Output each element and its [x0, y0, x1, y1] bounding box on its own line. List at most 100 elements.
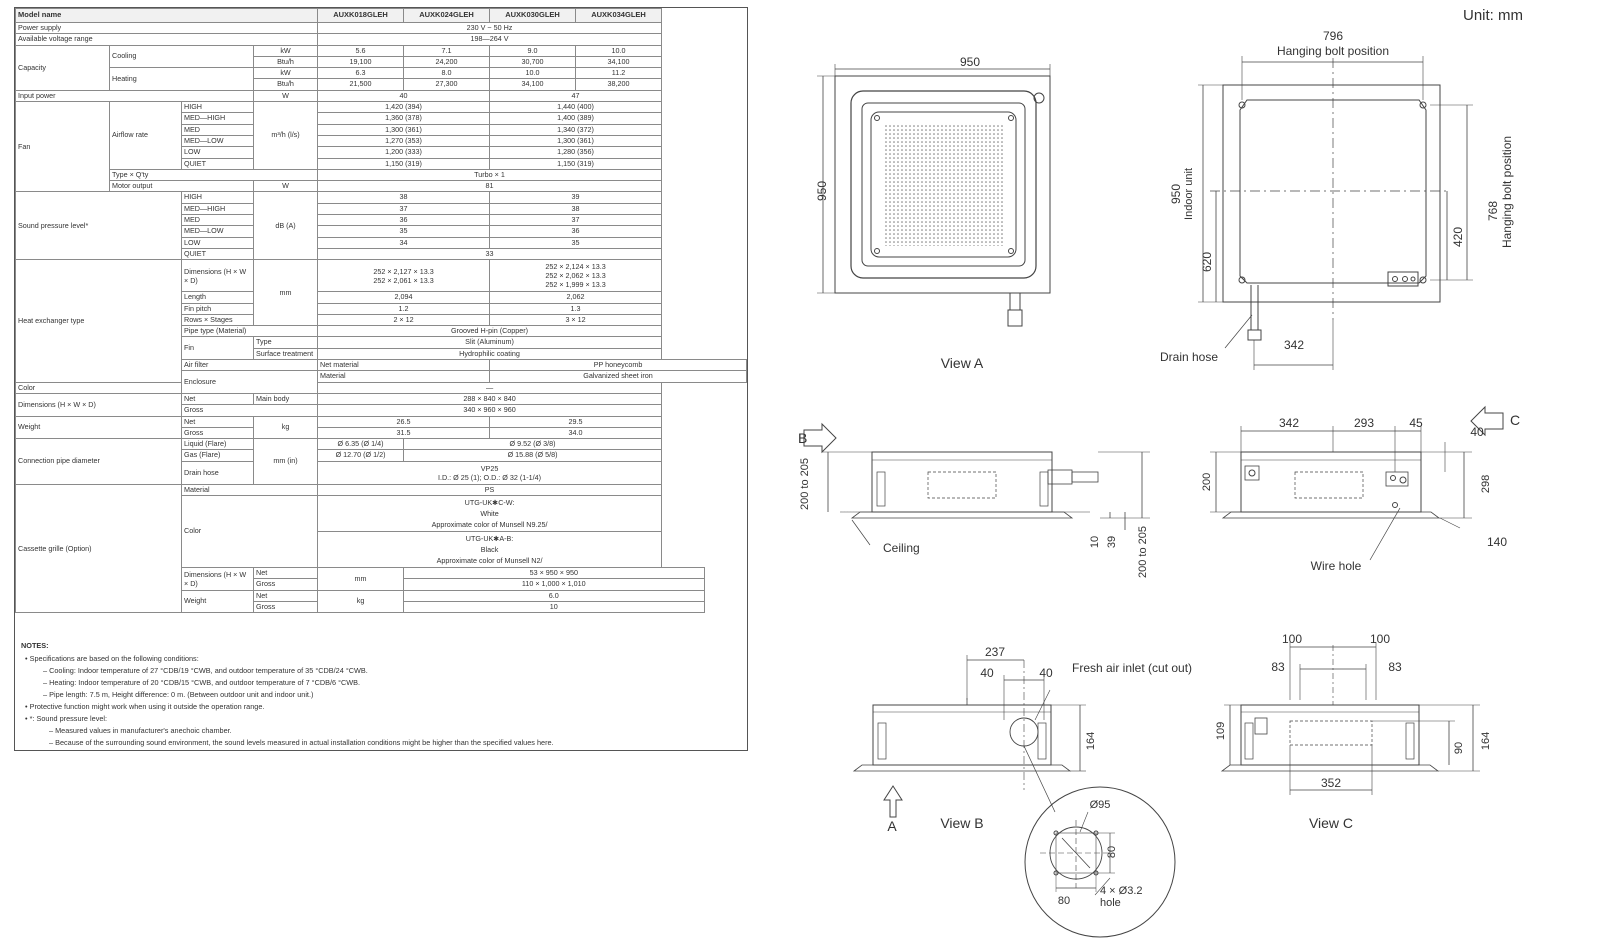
dim-342-c: 342 — [1279, 416, 1299, 430]
dim-40-b-right: 40 — [1039, 666, 1053, 680]
dim-10: 10 — [1089, 536, 1101, 548]
table-row: Input power W 40 47 — [15, 89, 747, 103]
table-row: Power supply 230 V ~ 50 Hz — [14, 21, 747, 35]
table-row: Gross 110 × 1,000 × 1,010 — [16, 578, 747, 591]
dim-200-205-left: 200 to 205 — [799, 458, 811, 510]
table-row: Dimensions (H × W × D) Net Main body 288… — [15, 392, 747, 417]
cell-value: 3 × 12 — [489, 313, 663, 327]
view-b-caption: View B — [940, 815, 983, 831]
model-4: AUXK034GLEH — [575, 8, 663, 23]
specification-table: Model name AUXK018GLEH AUXK024GLEH AUXK0… — [14, 7, 748, 751]
row-label: Connection pipe diameter — [15, 438, 182, 485]
hx-dim-b: 252 × 2,124 × 13.3 252 × 2,062 × 13.3 25… — [489, 259, 663, 293]
dim-200-205-right: 200 to 205 — [1137, 526, 1149, 578]
table-header-row: Model name AUXK018GLEH AUXK024GLEH AUXK0… — [14, 8, 747, 23]
cell-value: 10.0 — [575, 44, 663, 57]
cell-value: 53 × 950 × 950 — [403, 566, 705, 580]
table-row: Enclosure Material Galvanized sheet iron — [16, 370, 747, 394]
dim-90: 90 — [1453, 742, 1465, 754]
cell-value: 5.6 — [317, 44, 405, 57]
cell-line: UTG-UK✱C-W: — [464, 497, 515, 507]
dim-342: 342 — [1284, 338, 1304, 352]
table-row: Rows × Stages 2 × 12 3 × 12 — [16, 313, 747, 327]
dim-80-vertical: 80 — [1106, 846, 1118, 858]
dim-83-left: 83 — [1271, 660, 1285, 674]
model-3: AUXK030GLEH — [489, 8, 577, 23]
cell-value: 1.2 — [317, 302, 491, 315]
row-sublabel: Airflow rate — [109, 101, 182, 170]
wire-hole-label: Wire hole — [1311, 559, 1362, 573]
cell-value: Galvanized sheet iron — [489, 370, 747, 383]
cell-value: 7.1 — [403, 44, 491, 57]
table-row: Weight Net kg 6.0 — [16, 589, 747, 614]
hole-label-2: hole — [1100, 897, 1121, 909]
level-cell: MED—LOW — [181, 134, 254, 148]
ceiling-label: Ceiling — [883, 541, 920, 555]
table-row: Gas (Flare) Ø 12.70 (Ø 1/2) Ø 15.88 (Ø 5… — [16, 449, 747, 462]
fresh-air-inlet-label: Fresh air inlet (cut out) — [1072, 661, 1192, 675]
dim-200-c: 200 — [1201, 473, 1213, 491]
table-row: MED 36 37 — [16, 214, 747, 227]
table-row: Weight Net kg 26.5 29.5 — [15, 415, 747, 440]
cell-value: — — [317, 381, 663, 394]
unit-cell: m³/h (l/s) — [252, 101, 319, 170]
row-sublabel: Pipe type (Material) — [180, 325, 319, 338]
unit-cell: kg — [317, 589, 405, 614]
row-label: Heat exchanger type — [15, 259, 182, 383]
table-row: Fan Airflow rate HIGH m³/h (l/s) 1,420 (… — [15, 101, 747, 193]
cell-value: 38 — [489, 202, 663, 216]
note-line: – Pipe length: 7.5 m, Height difference:… — [43, 690, 314, 699]
cell-value: 1,280 (356) — [489, 146, 663, 159]
note-line: • Specifications are based on the follow… — [25, 654, 199, 663]
cell-line: White — [480, 508, 499, 518]
row-label: Available voltage range — [14, 33, 319, 46]
table-row: Gross 31.5 34.0 — [16, 426, 747, 440]
hole-label-1: 4 × Ø3.2 — [1100, 885, 1143, 897]
cell-line: VP25 — [480, 463, 499, 473]
table-row: Capacity Cooling kW 5.6 7.1 9.0 10.0 — [15, 44, 747, 91]
table-row: Btu/h 21,500 27,300 34,100 38,200 — [16, 78, 747, 91]
cell-value: 34 — [317, 236, 491, 249]
cell-line: 252 × 2,062 × 13.3 — [545, 271, 606, 281]
row-sublabel: Gas (Flare) — [181, 449, 254, 462]
cell-value: Ø 15.88 (Ø 5/8) — [403, 449, 663, 462]
cell-value: 38 — [317, 191, 491, 204]
row-label: Capacity — [15, 44, 110, 91]
cell-line: Approximate color of Munsell N9.25/ — [431, 519, 548, 529]
cell-value: 37 — [489, 214, 663, 227]
table-row: Surface treatment Hydrophilic coating — [16, 347, 747, 361]
cell-value: 340 × 960 × 960 — [317, 404, 663, 417]
cell-value: 288 × 840 × 840 — [317, 392, 663, 406]
notes-section: NOTES: • Specifications are based on the… — [15, 640, 747, 749]
cell-value: 33 — [317, 247, 663, 261]
cell-value: 1,440 (400) — [489, 101, 663, 114]
view-c-drawing — [1220, 642, 1480, 795]
view-b-drawing — [852, 655, 1176, 938]
dim-109: 109 — [1215, 722, 1227, 740]
cell-value: PS — [317, 483, 663, 496]
note-line: – Because of the surrounding sound envir… — [49, 738, 554, 747]
level-cell: QUIET — [181, 247, 254, 261]
dim-237: 237 — [985, 645, 1005, 659]
arrow-a-label: A — [887, 818, 897, 834]
table-row: Sound pressure level* HIGH dB (A) 38 39 — [15, 191, 747, 261]
cell-value: 1,340 (372) — [489, 123, 663, 136]
grille-black: UTG-UK✱A-B: Black Approximate color of M… — [318, 530, 661, 567]
table-row: MED—LOW 1,270 (353) 1,300 (361) — [16, 134, 747, 148]
table-row: MED—HIGH 37 38 — [16, 202, 747, 216]
table-row: LOW 34 35 — [16, 236, 747, 249]
note-line: – Measured values in manufacturer's anec… — [49, 726, 232, 735]
cell-value: 1.3 — [489, 302, 663, 315]
cell-value: 39 — [489, 191, 663, 204]
view-a-caption: View A — [941, 355, 984, 371]
cell-value: 10 — [403, 600, 705, 614]
dim-39: 39 — [1106, 536, 1118, 548]
dim-100-left: 100 — [1282, 632, 1302, 646]
cell-line: 252 × 2,124 × 13.3 — [545, 262, 606, 272]
cell-value: 34,100 — [575, 55, 663, 69]
arrow-c-label: C — [1510, 412, 1520, 428]
dim-164-c: 164 — [1480, 732, 1492, 750]
bolt-position-label: Hanging bolt position — [1277, 44, 1389, 58]
table-row: Dimensions (H × W × D) Net mm 53 × 950 ×… — [16, 566, 747, 591]
